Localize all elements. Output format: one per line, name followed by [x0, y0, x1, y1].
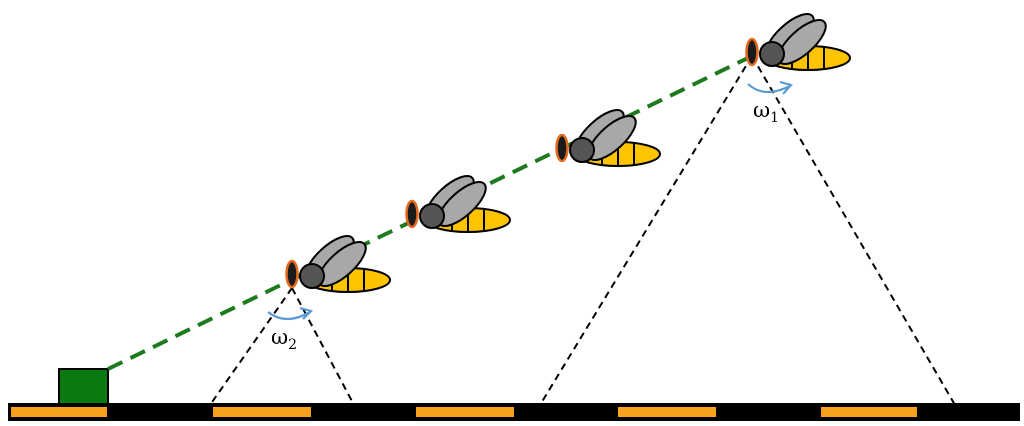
- omega2-subscript: 2: [288, 337, 297, 353]
- omega1-label: ω1: [753, 98, 779, 126]
- ground-stripe: [416, 407, 514, 417]
- ground-stripe: [11, 407, 107, 417]
- feeder-box: [58, 368, 109, 405]
- omega1-subscript: 1: [770, 110, 779, 126]
- ground-stripe: [821, 407, 917, 417]
- bee-4: [745, 5, 852, 73]
- angle1-left-line: [539, 55, 753, 406]
- bee-1: [285, 227, 392, 295]
- omega2-label: ω2: [271, 325, 297, 353]
- ground-strip: [8, 403, 1020, 421]
- angle2-arc: [267, 311, 311, 321]
- bee-3: [555, 101, 662, 169]
- ground-stripe: [213, 407, 311, 417]
- angle1-right-line: [751, 55, 956, 406]
- angle2-arrowhead: [299, 306, 314, 320]
- bee-2: [405, 167, 512, 235]
- angle1-arrowhead: [779, 80, 794, 95]
- bees: [285, 5, 852, 295]
- ground-stripe: [618, 407, 716, 417]
- view-angle-lines: [209, 55, 956, 406]
- angle2-right-line: [291, 287, 355, 406]
- angle1-arc: [747, 83, 791, 94]
- angle-arcs: [267, 80, 794, 321]
